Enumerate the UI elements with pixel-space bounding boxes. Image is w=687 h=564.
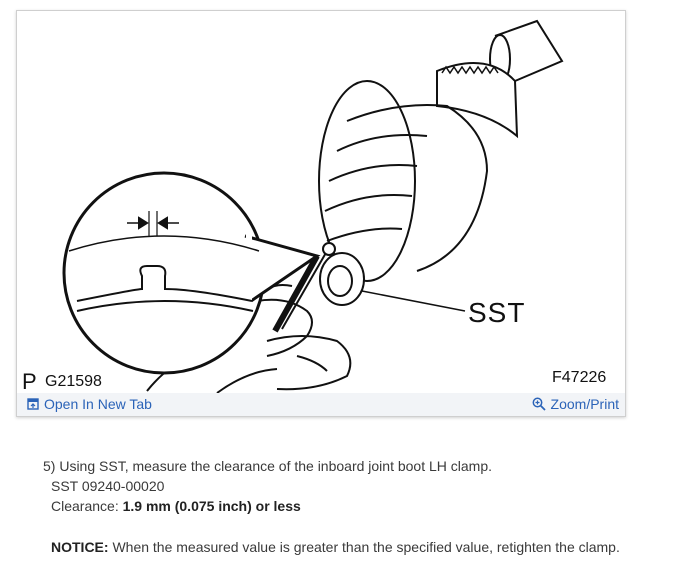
step-text: 5) Using SST, measure the clearance of t…	[43, 458, 493, 474]
figure-prefix: P	[22, 369, 37, 394]
notice-paragraph: NOTICE: When the measured value is great…	[51, 539, 620, 555]
figure-frame: P G21598 F47226 SST Open In New Tab Zoom…	[16, 10, 626, 417]
sst-callout-label: SST	[468, 297, 526, 328]
sst-number: SST 09240-00020	[51, 478, 165, 494]
notice-text: When the measured value is greater than …	[108, 539, 620, 555]
clearance-spec: Clearance: 1.9 mm (0.075 inch) or less	[43, 496, 492, 516]
procedure-step: 5) Using SST, measure the clearance of t…	[43, 456, 492, 516]
open-in-new-tab-button[interactable]: Open In New Tab	[27, 396, 152, 412]
technical-illustration	[62, 19, 564, 393]
zoom-print-label: Zoom/Print	[550, 396, 619, 412]
clearance-label: Clearance:	[51, 498, 123, 514]
figure-id: G21598	[45, 373, 102, 390]
clearance-value: 1.9 mm (0.075 inch) or less	[122, 498, 301, 514]
open-in-new-tab-label: Open In New Tab	[44, 396, 152, 412]
zoom-print-button[interactable]: Zoom/Print	[532, 396, 619, 412]
figure-toolbar: Open In New Tab Zoom/Print	[17, 393, 625, 416]
external-tab-icon	[27, 398, 39, 410]
figure-code: F47226	[552, 369, 607, 386]
notice-label: NOTICE:	[51, 539, 109, 555]
magnifier-plus-icon	[532, 397, 546, 411]
